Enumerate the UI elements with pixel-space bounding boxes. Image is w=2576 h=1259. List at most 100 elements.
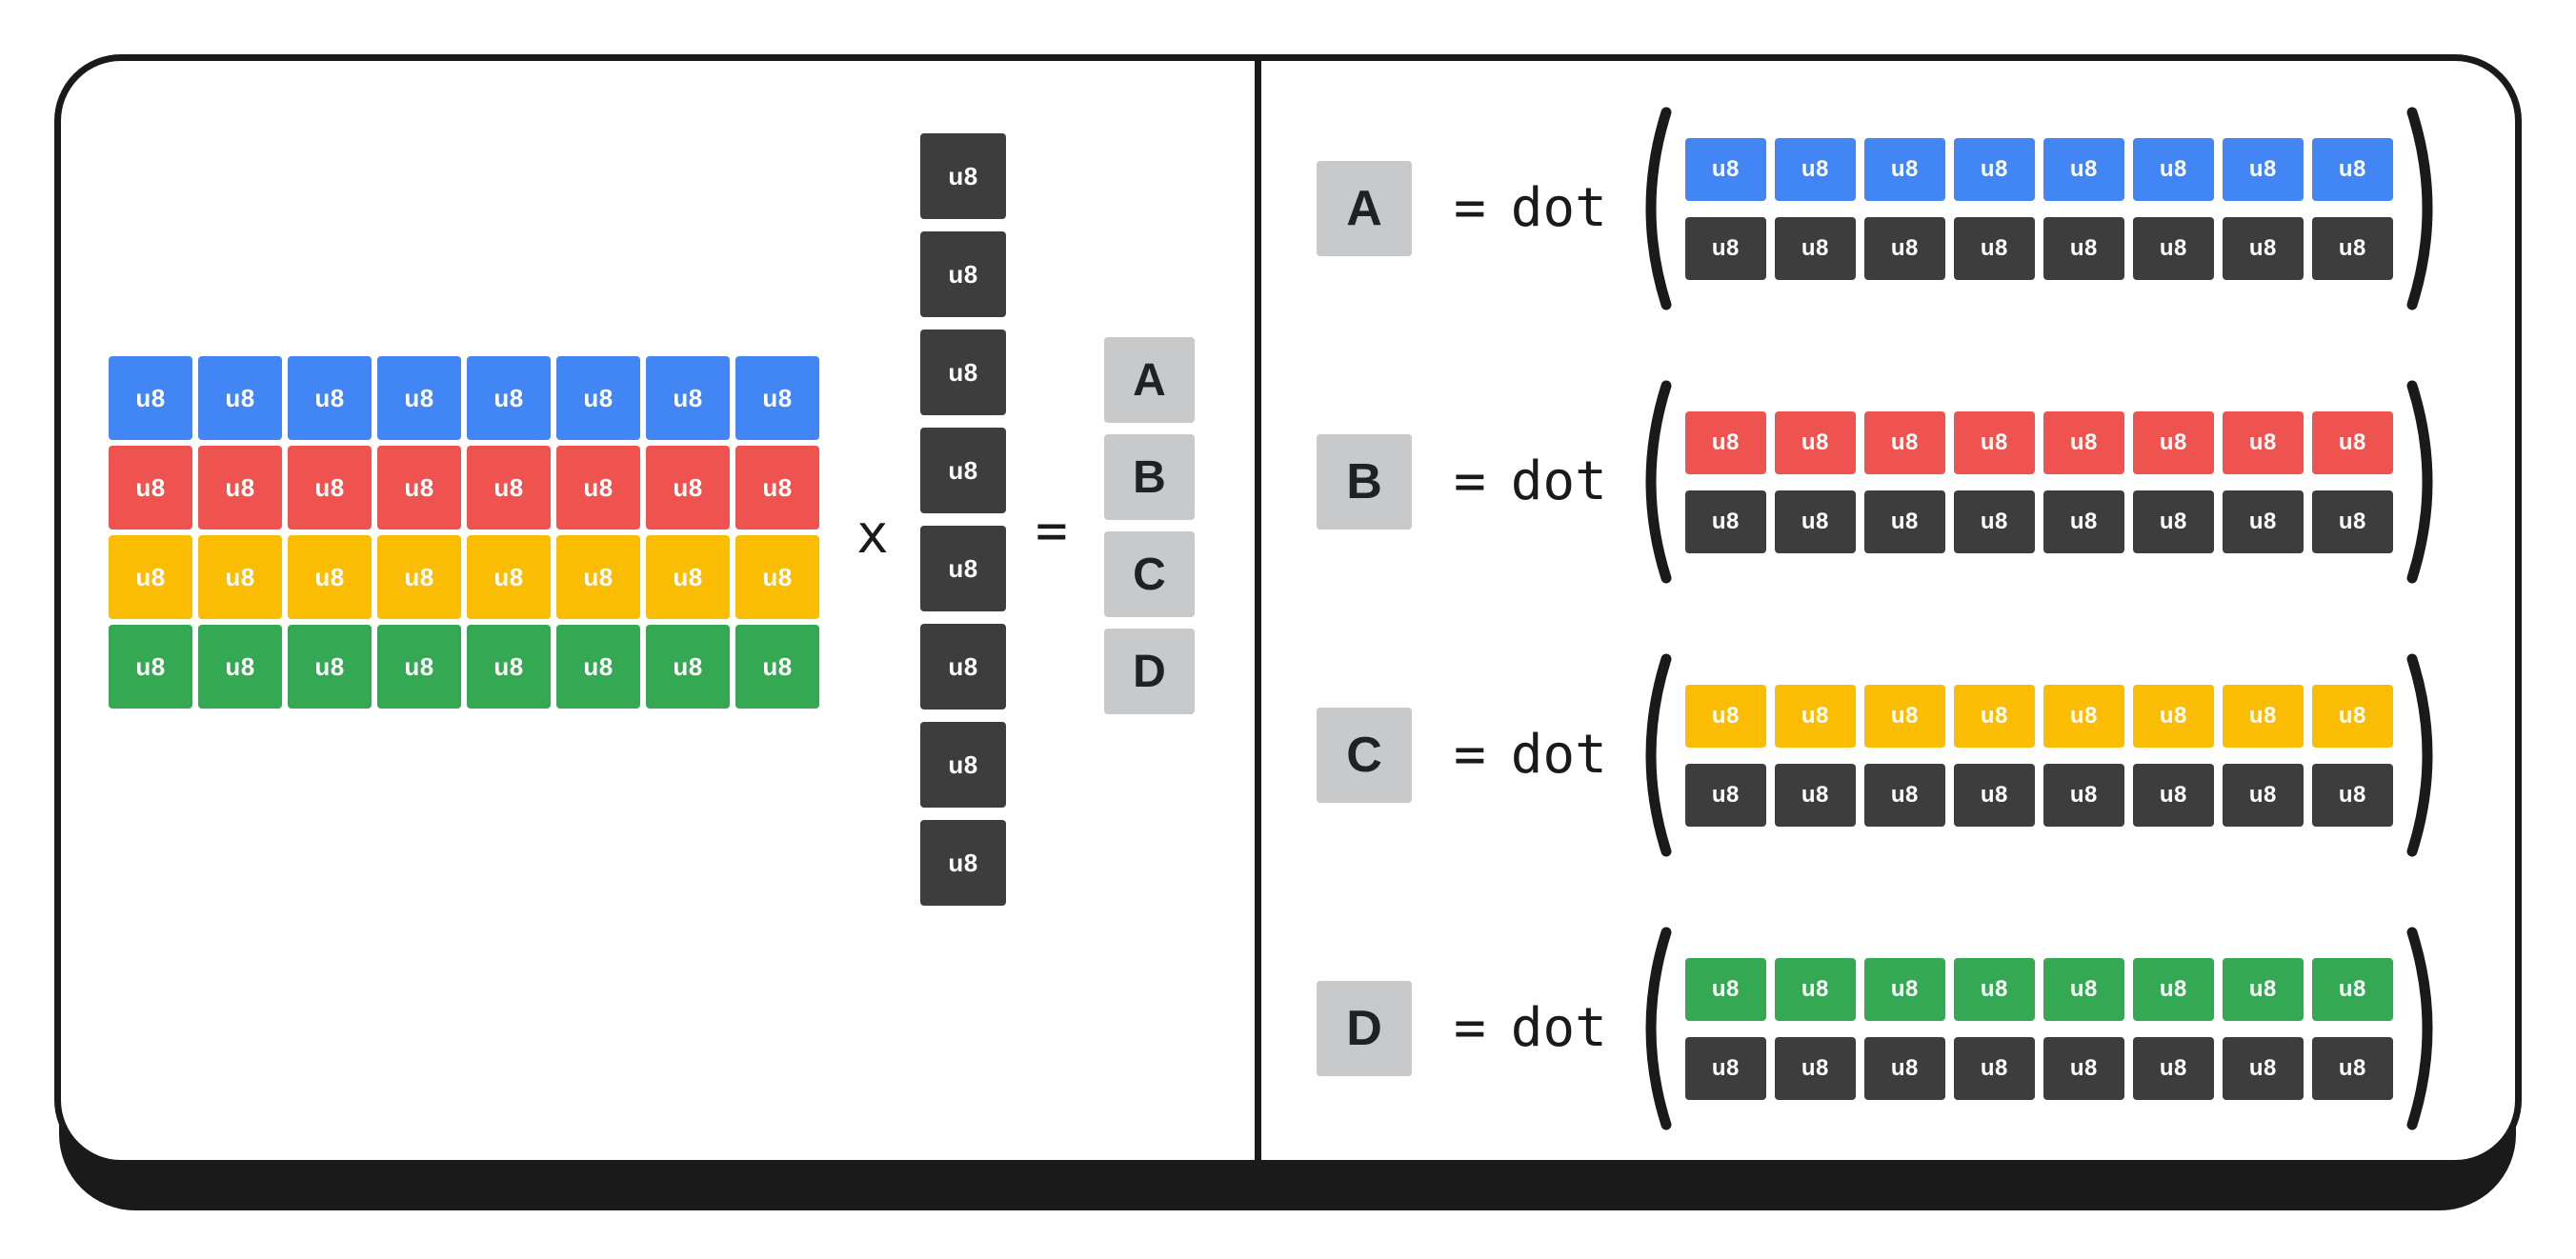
u8-cell: u8 <box>1774 763 1856 827</box>
u8-cell: u8 <box>1684 957 1766 1021</box>
u8-cell: u8 <box>1684 216 1766 280</box>
u8-cell: u8 <box>467 535 551 619</box>
u8-cell: u8 <box>2222 490 2304 553</box>
u8-cell: u8 <box>2311 216 2393 280</box>
equals-operator: = <box>1036 500 1068 562</box>
u8-cell: u8 <box>2043 216 2124 280</box>
u8-cell: u8 <box>288 535 372 619</box>
u8-cell: u8 <box>2311 684 2393 748</box>
paren-close-icon <box>2406 927 2433 1130</box>
u8-cell: u8 <box>109 356 192 440</box>
u8-cell: u8 <box>2132 490 2214 553</box>
u8-cell: u8 <box>646 625 730 709</box>
result-label-b: B <box>1317 434 1412 530</box>
u8-cell: u8 <box>920 624 1006 709</box>
u8-cell: u8 <box>2311 1036 2393 1100</box>
u8-cell: u8 <box>2222 957 2304 1021</box>
result-label-d: D <box>1317 981 1412 1076</box>
paren-open-icon <box>1645 653 1672 857</box>
u8-cell: u8 <box>2222 1036 2304 1100</box>
u8-cell: u8 <box>1684 684 1766 748</box>
u8-cell: u8 <box>1774 490 1856 553</box>
u8-cell: u8 <box>2311 490 2393 553</box>
u8-cell: u8 <box>2222 763 2304 827</box>
result-cell: B <box>1104 434 1195 520</box>
u8-cell: u8 <box>2132 137 2214 201</box>
u8-cell: u8 <box>2132 763 2214 827</box>
u8-cell: u8 <box>735 535 819 619</box>
u8-cell: u8 <box>735 625 819 709</box>
u8-cell: u8 <box>2043 957 2124 1021</box>
result-label-c: C <box>1317 708 1412 803</box>
u8-cell: u8 <box>377 356 461 440</box>
u8-cell: u8 <box>109 535 192 619</box>
u8-cell: u8 <box>1953 957 2035 1021</box>
paren-open-icon <box>1645 927 1672 1130</box>
u8-cell: u8 <box>1863 137 1945 201</box>
u8-cell: u8 <box>920 330 1006 415</box>
dot-operator: dot <box>1510 177 1607 239</box>
u8-cell: u8 <box>1684 410 1766 474</box>
times-operator: x <box>856 504 889 566</box>
u8-cell: u8 <box>288 446 372 530</box>
equals-sign: = <box>1454 450 1486 512</box>
u8-cell: u8 <box>1953 490 2035 553</box>
u8-cell: u8 <box>288 356 372 440</box>
dot-operator: dot <box>1510 450 1607 512</box>
u8-cell: u8 <box>1953 763 2035 827</box>
u8-cell: u8 <box>467 446 551 530</box>
u8-cell: u8 <box>467 356 551 440</box>
u8-cell: u8 <box>377 625 461 709</box>
u8-cell: u8 <box>556 625 640 709</box>
u8-cell: u8 <box>377 446 461 530</box>
u8-cell: u8 <box>2222 410 2304 474</box>
u8-cell: u8 <box>1774 216 1856 280</box>
u8-cell: u8 <box>109 625 192 709</box>
u8-cell: u8 <box>1684 1036 1766 1100</box>
u8-cell: u8 <box>1774 1036 1856 1100</box>
u8-cell: u8 <box>2222 216 2304 280</box>
paren-close-icon <box>2406 107 2433 310</box>
u8-cell: u8 <box>646 446 730 530</box>
panel-divider <box>1255 61 1261 1160</box>
equals-sign: = <box>1454 997 1486 1059</box>
u8-cell: u8 <box>2132 684 2214 748</box>
u8-cell: u8 <box>198 446 282 530</box>
u8-cell: u8 <box>198 535 282 619</box>
u8-cell: u8 <box>1863 684 1945 748</box>
u8-cell: u8 <box>1684 763 1766 827</box>
u8-cell: u8 <box>109 446 192 530</box>
u8-cell: u8 <box>2132 216 2214 280</box>
u8-cell: u8 <box>1684 137 1766 201</box>
u8-cell: u8 <box>646 535 730 619</box>
u8-cell: u8 <box>556 535 640 619</box>
u8-cell: u8 <box>1774 137 1856 201</box>
u8-cell: u8 <box>2043 137 2124 201</box>
equals-sign: = <box>1454 724 1486 786</box>
u8-cell: u8 <box>467 625 551 709</box>
u8-cell: u8 <box>920 231 1006 317</box>
u8-cell: u8 <box>198 356 282 440</box>
dot-operator: dot <box>1510 997 1607 1059</box>
u8-cell: u8 <box>2222 684 2304 748</box>
u8-cell: u8 <box>1953 137 2035 201</box>
u8-cell: u8 <box>2311 763 2393 827</box>
u8-cell: u8 <box>1684 490 1766 553</box>
u8-cell: u8 <box>920 526 1006 611</box>
